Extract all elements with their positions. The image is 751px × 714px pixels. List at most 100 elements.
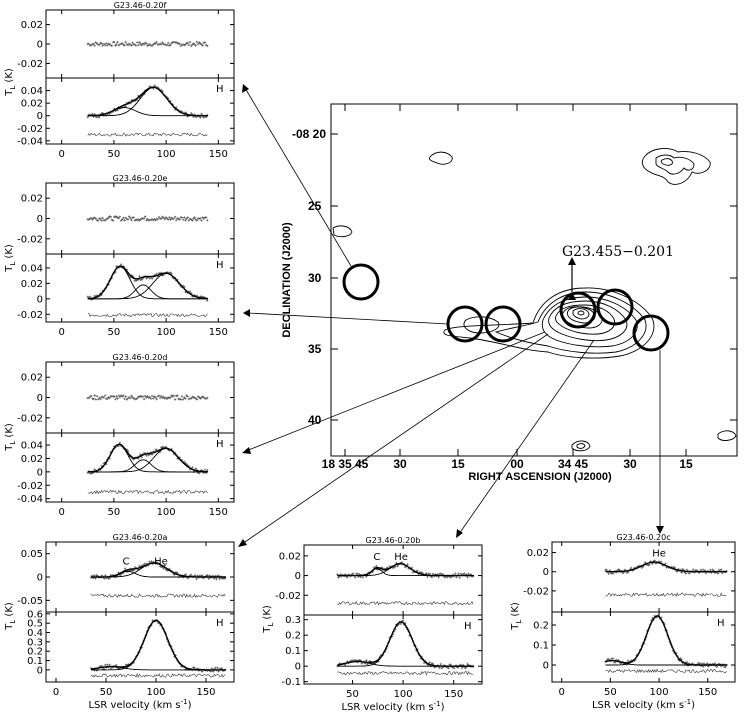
- x-tick-label: 100: [146, 687, 165, 698]
- line-label: H: [216, 84, 224, 95]
- data-points-d-top: [86, 394, 209, 401]
- beam-b: [596, 288, 634, 326]
- panel-title: G23.46-0.20e: [113, 174, 168, 183]
- beam-a: [559, 291, 597, 329]
- map-xtick-label: 30: [393, 457, 407, 471]
- line-label: H: [216, 260, 224, 271]
- line-label: H: [216, 439, 224, 450]
- y-tick-label: 0: [37, 573, 43, 584]
- y-tick-label: 0.04: [21, 86, 43, 97]
- panel-frame-d-bottom: [45, 432, 235, 503]
- x-tick-label: 50: [108, 149, 121, 160]
- data-points-f-top: [86, 40, 209, 48]
- beam-e: [446, 305, 484, 343]
- residuals-b-bottom: [337, 670, 474, 676]
- panel-frame-b-bottom: [303, 614, 483, 685]
- panel-frame-e-bottom: [45, 253, 235, 323]
- y-tick-label: -0.04: [17, 136, 43, 147]
- line-label: He: [394, 552, 408, 563]
- y-tick-label: -0.02: [17, 124, 43, 135]
- y-tick-label: 0.02: [21, 454, 43, 465]
- panel-frame-a-bottom: [45, 611, 235, 683]
- x-tick-label: 100: [650, 687, 669, 698]
- map-xtick-label: 00: [510, 457, 524, 471]
- y-axis-label: TL (K): [4, 423, 17, 452]
- model-fit-b-bottom: [337, 621, 474, 667]
- y-tick-label: 0.3: [285, 615, 301, 626]
- x-tick-label: 150: [698, 687, 717, 698]
- residuals-e-bottom: [87, 312, 208, 318]
- y-axis-label: TL (K): [4, 244, 17, 273]
- source-label: G23.455−0.201: [562, 244, 674, 260]
- x-tick-label: 100: [394, 689, 413, 700]
- x-tick-label: 50: [346, 689, 359, 700]
- residuals-b-top: [337, 600, 474, 606]
- gaussian-component: [337, 621, 474, 667]
- y-tick-label: 0.02: [527, 548, 549, 559]
- y-tick-label: 0.02: [21, 99, 43, 110]
- y-tick-label: 0.2: [27, 647, 43, 658]
- panel-title: G23.46-0.20c: [616, 533, 670, 542]
- gaussian-component: [87, 86, 208, 117]
- x-tick-label: 0: [58, 327, 64, 338]
- gaussian-component: [91, 619, 226, 671]
- continuum-contours: [332, 148, 737, 452]
- panel-frame-f-bottom: [45, 77, 235, 145]
- panel-title: G23.46-0.20f: [114, 1, 167, 10]
- y-tick-label: -0.02: [17, 413, 43, 424]
- y-axis-label: TL (K): [262, 605, 275, 634]
- x-tick-label: 100: [157, 507, 176, 518]
- residuals-c-bottom: [605, 668, 727, 674]
- x-axis-label: LSR velocity (km s-1): [341, 700, 444, 713]
- y-tick-label: -0.05: [17, 596, 43, 607]
- y-axis-label: TL (K): [4, 68, 17, 97]
- spectra-panels: G23.46-0.20f-0.0200.02-0.04-0.0200.020.0…: [4, 1, 736, 713]
- y-tick-label: 0: [37, 467, 43, 478]
- y-tick-label: 0.1: [533, 641, 549, 652]
- model-fit-d-bottom: [87, 443, 208, 473]
- data-points-a-bottom: [89, 618, 227, 673]
- y-tick-label: 0.05: [21, 549, 43, 560]
- y-tick-label: 0: [543, 567, 549, 578]
- x-tick-label: 0: [559, 687, 565, 698]
- y-tick-label: 0: [295, 571, 301, 582]
- y-tick-label: 0.04: [21, 441, 43, 452]
- y-tick-label: 0.02: [21, 20, 43, 31]
- y-tick-label: -0.1: [281, 677, 301, 688]
- y-tick-label: -0.04: [17, 494, 43, 505]
- residuals-d-bottom: [87, 489, 208, 495]
- y-tick-label: 0.2: [533, 621, 549, 632]
- y-tick-label: -0.02: [17, 310, 43, 321]
- gaussian-component: [605, 615, 728, 666]
- panel-title: G23.46-0.20a: [113, 533, 168, 542]
- y-tick-label: 0.02: [21, 279, 43, 290]
- x-tick-label: 100: [157, 327, 176, 338]
- line-label: He: [652, 548, 666, 559]
- y-tick-label: -0.02: [275, 591, 301, 602]
- y-tick-label: 0.4: [27, 628, 43, 639]
- y-axis-label: TL (K): [510, 602, 523, 631]
- y-tick-label: -0.02: [17, 59, 43, 70]
- y-tick-label: -0.02: [523, 586, 549, 597]
- y-tick-label: 0.02: [21, 373, 43, 384]
- y-tick-label: 0.3: [27, 637, 43, 648]
- x-tick-label: 50: [100, 687, 113, 698]
- map-ticks: [331, 104, 737, 456]
- map-xtick-label: 34 45: [558, 457, 588, 471]
- map-frame: [330, 103, 738, 457]
- residuals-c-top: [605, 592, 727, 598]
- data-points-e-bottom: [86, 263, 209, 302]
- y-tick-label: 0: [37, 111, 43, 122]
- x-tick-label: 150: [209, 327, 228, 338]
- y-axis-label: TL (K): [4, 602, 17, 631]
- x-axis-label: LSR velocity (km s-1): [592, 698, 695, 711]
- model-fit-a-bottom: [90, 619, 226, 671]
- beam-d: [484, 305, 522, 343]
- x-tick-label: 100: [157, 149, 176, 160]
- model-fit-c-bottom: [605, 615, 728, 666]
- y-tick-label: 0: [37, 665, 43, 676]
- line-label: C: [123, 556, 130, 567]
- data-points-c-bottom: [604, 614, 728, 669]
